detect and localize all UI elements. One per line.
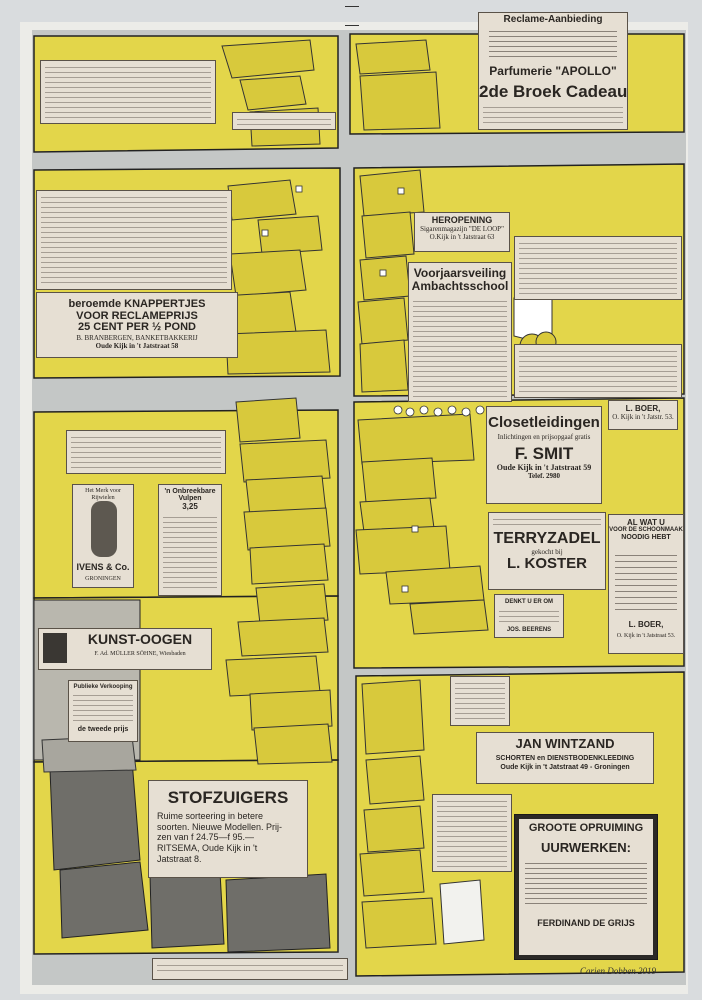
ad-voorjaarsveiling: Voorjaarsveiling Ambachtsschool [408,262,512,402]
ad-denkt-u-er-om: DENKT U ER OM JOS. BEERENS [494,594,564,638]
clipping-news-strip [232,112,336,130]
reclame-price-list [489,29,617,59]
ad-terryzadel: TERRYZADEL gekocht bij L. KOSTER [488,512,606,590]
ad-stofzuigers: STOFZUIGERS Ruime sorteering in betere s… [148,780,308,878]
terry-title: TERRYZADEL [493,530,601,547]
opruiming-title1: GROOTE OPRUIMING [528,822,644,834]
clipping-news-left [36,190,232,290]
lboer-top-name: L. BOER, [625,404,661,413]
stofzuigers-line4: RITSEMA, Oude Kijk in 't [157,843,258,854]
publieke-prize: de tweede prijs [77,725,129,733]
schoonmaak-name: L. BOER, [628,620,664,629]
stofzuigers-line1: Ruime sorteering in betere [157,810,264,821]
clipping-news-mid-right [432,794,512,872]
knappertjes-line3: 25 CENT PER ½ POND [78,321,196,334]
ad-vulpen: 'n Onbreekbare Vulpen 3,25 [158,484,222,596]
closet-name: F. SMIT [514,443,574,463]
reclame-shop: Parfumerie "APOLLO" [489,64,617,78]
clipping-news-right [514,236,682,300]
clipping-news-left-2 [66,430,226,474]
eye-portrait-icon [43,633,67,663]
knappertjes-line5: Oude Kijk in 't Jatstraat 58 [95,341,179,350]
ad-groote-opruiming: GROOTE OPRUIMING UURWERKEN: FERDINAND DE… [514,814,658,960]
heropening-line2: O.Kijk in 't Jatstraat 63 [429,233,495,242]
kunst-title: KUNST-OOGEN [87,631,193,647]
veiling-title1: Voorjaarsveiling [413,266,507,280]
ad-heropening: HEROPENING Sigarenmagazijn "DE LOOP" O.K… [414,212,510,252]
clipping-news-bottom [152,958,348,980]
terry-sub: gekocht bij [531,547,563,556]
vulpen-title: 'n Onbreekbare Vulpen [164,488,216,503]
denkt-title: DENKT U ER OM [505,599,553,605]
clipping-news-right-2 [514,344,682,398]
reclame-body [483,105,623,123]
wintzand-line2: Oude Kijk in 't Jatstraat 49 - Groningen [500,763,630,771]
stofzuigers-line2: soorten. Nieuwe Modellen. Prij- [157,821,283,832]
merk-name: IVENS & Co. [76,562,130,572]
bicycle-emblem-icon [91,501,117,557]
denkt-name: JOS. BEERENS [506,626,552,633]
terry-name: L. KOSTER [506,554,587,572]
ad-jan-wintzand: JAN WINTZAND SCHORTEN en DIENSTBODENKLEE… [476,732,654,784]
vulpen-price: 3,25 [182,501,198,511]
wintzand-line1: SCHORTEN en DIENSTBODENKLEEDING [495,754,635,762]
stofzuigers-title: STOFZUIGERS [167,788,289,807]
ad-publieke-verkooping: Publieke Verkooping de tweede prijs [68,680,138,742]
schoonmaak-title2: VOOR DE SCHOONMAAK [609,527,683,534]
closet-tel: Telef. 2980 [527,471,561,480]
reclame-title: Reclame-Aanbieding [503,14,603,25]
heropening-line1: Sigarenmagazijn "DE LOOP" [420,225,504,234]
lboer-top-addr: O. Kijk in 't Jatstr. 53. [612,413,674,422]
ad-knappertjes: beroemde KNAPPERTJES VOOR RECLAMEPRIJS 2… [36,292,238,358]
stofzuigers-line5: Jatstraat 8. [157,854,202,865]
clipping-news-top-left [40,60,216,124]
schoonmaak-title3: NOODIG HEBT [621,533,671,541]
opruiming-name: FERDINAND DE GRIJS [537,918,635,928]
ad-reclame-aanbieding: Reclame-Aanbieding Parfumerie "APOLLO" 2… [478,12,628,130]
closet-sub: Inlichtingen en prijsopgaaf gratis [497,432,591,441]
knappertjes-line4: B. BRANBERGEN, BANKETBAKKERIJ [76,333,198,342]
knappertjes-line2: VOOR RECLAMEPRIJS [76,309,198,322]
stofzuigers-line3: zen van f 24.75—f 95.— [157,832,255,843]
schoonmaak-addr: O. Kijk in 't Jatstraat 53. [616,633,676,639]
kunst-maker: F. Ad. MÜLLER SÖHNE, Wiesbaden [94,651,186,657]
schoonmaak-title1: AL WAT U [627,518,665,527]
clipping-small-right [450,676,510,726]
publieke-title: Publieke Verkooping [73,684,133,690]
top-marker [345,6,359,26]
ad-closetleidingen: Closetleidingen Inlichtingen en prijsopg… [486,406,602,504]
heropening-title: HEROPENING [431,215,493,225]
opruiming-title2: UURWERKEN: [540,839,632,855]
ad-schoonmaak: AL WAT U VOOR DE SCHOONMAAK NOODIG HEBT … [608,514,684,654]
veiling-title2: Ambachtsschool [411,278,509,293]
ad-merk-rijwielen: Het Merk voor Rijwielen IVENS & Co. GRON… [72,484,134,588]
closet-title: Closetleidingen [488,414,600,431]
closet-addr: Oude Kijk in 't Jatstraat 59 [496,462,592,472]
knappertjes-line1: beroemde KNAPPERTJES [68,298,206,310]
wintzand-title: JAN WINTZAND [515,736,615,751]
reclame-headline: 2de Broek Cadeau [479,82,628,101]
ad-kunst-oogen: KUNST-OOGEN F. Ad. MÜLLER SÖHNE, Wiesbad… [38,628,212,670]
merk-title: Het Merk voor Rijwielen [85,488,121,501]
artist-signature: Carien Dobben 2019 [580,966,656,976]
merk-city: GRONINGEN [85,576,121,582]
ad-lboer-top: L. BOER, O. Kijk in 't Jatstr. 53. [608,400,678,430]
